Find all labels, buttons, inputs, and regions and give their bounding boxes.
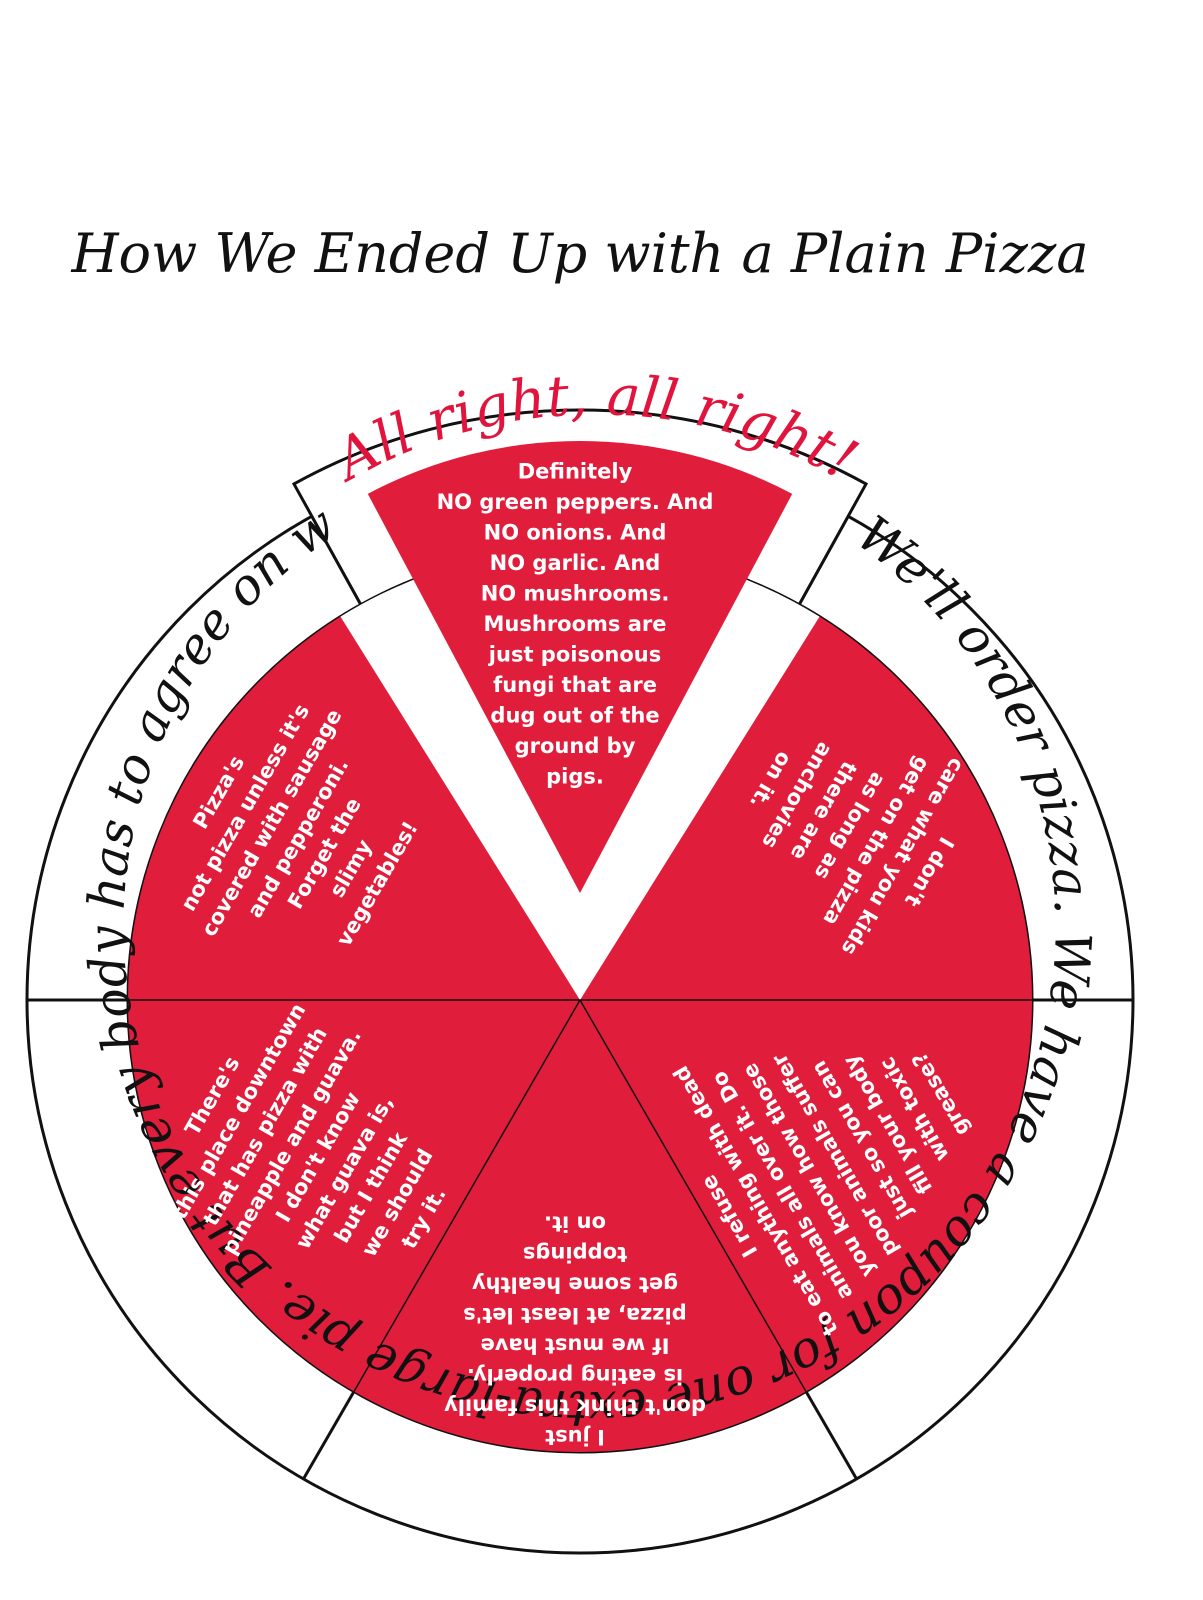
top-slice-quote-line: ground by bbox=[515, 734, 636, 758]
slice-quote-healthy-line: If we must have bbox=[481, 1333, 670, 1357]
rim-divider bbox=[804, 1390, 858, 1480]
pizza-slice-dead-animals bbox=[580, 1000, 1032, 1392]
top-slice-quote: Definitely NO green peppers. And NO onions… bbox=[437, 460, 714, 789]
top-slice-quote-line: Definitely bbox=[518, 460, 633, 484]
top-slice-quote-line: NO green peppers. And bbox=[437, 490, 714, 514]
pizza-slice-healthy bbox=[354, 1000, 806, 1452]
slice-quote-healthy-line: don't think this family bbox=[444, 1394, 706, 1418]
pizza-slice-sausage bbox=[128, 612, 580, 1000]
top-slice-quote-line: NO mushrooms. bbox=[481, 582, 670, 606]
slice-cut-line bbox=[579, 999, 807, 1392]
top-slice-text: Definitely NO green peppers. And NO onions… bbox=[437, 460, 714, 789]
slice-quote-healthy-line: I just bbox=[545, 1425, 605, 1449]
slice-quote-healthy-line: on it. bbox=[544, 1211, 606, 1235]
top-slice bbox=[367, 441, 793, 893]
rim-divider bbox=[302, 1390, 356, 1480]
top-slice-quote-line: NO garlic. And bbox=[490, 551, 661, 575]
slice-quote-healthy-line: pizza, at least let's bbox=[463, 1303, 687, 1327]
pizza-slice-anchovies bbox=[580, 612, 1032, 1000]
top-slice-quote-line: NO onions. And bbox=[484, 521, 667, 545]
top-slice-quote-line: fungi that are bbox=[493, 673, 657, 697]
top-slice-quote-line: dug out of the bbox=[490, 704, 659, 728]
pizza-slice-guava bbox=[128, 1000, 580, 1392]
slice-quote-healthy-line: get some healthy bbox=[472, 1272, 679, 1296]
top-slice-quote-line: just poisonous bbox=[488, 643, 661, 667]
slice-quote-healthy: I just don't think this family is eating p… bbox=[444, 1211, 706, 1449]
pizza-wheel: We'll order pizza. We have a coupon for … bbox=[0, 0, 1135, 1555]
top-slice-quote-line: pigs. bbox=[546, 765, 604, 789]
top-slice-quote-line: Mushrooms are bbox=[484, 612, 667, 636]
slice-quote-healthy-line: is eating properly. bbox=[467, 1364, 683, 1388]
slice-quote-healthy-line: toppings bbox=[523, 1242, 627, 1266]
slice-cut-line bbox=[353, 999, 581, 1392]
page-title: How We Ended Up with a Plain Pizza bbox=[70, 222, 1088, 285]
